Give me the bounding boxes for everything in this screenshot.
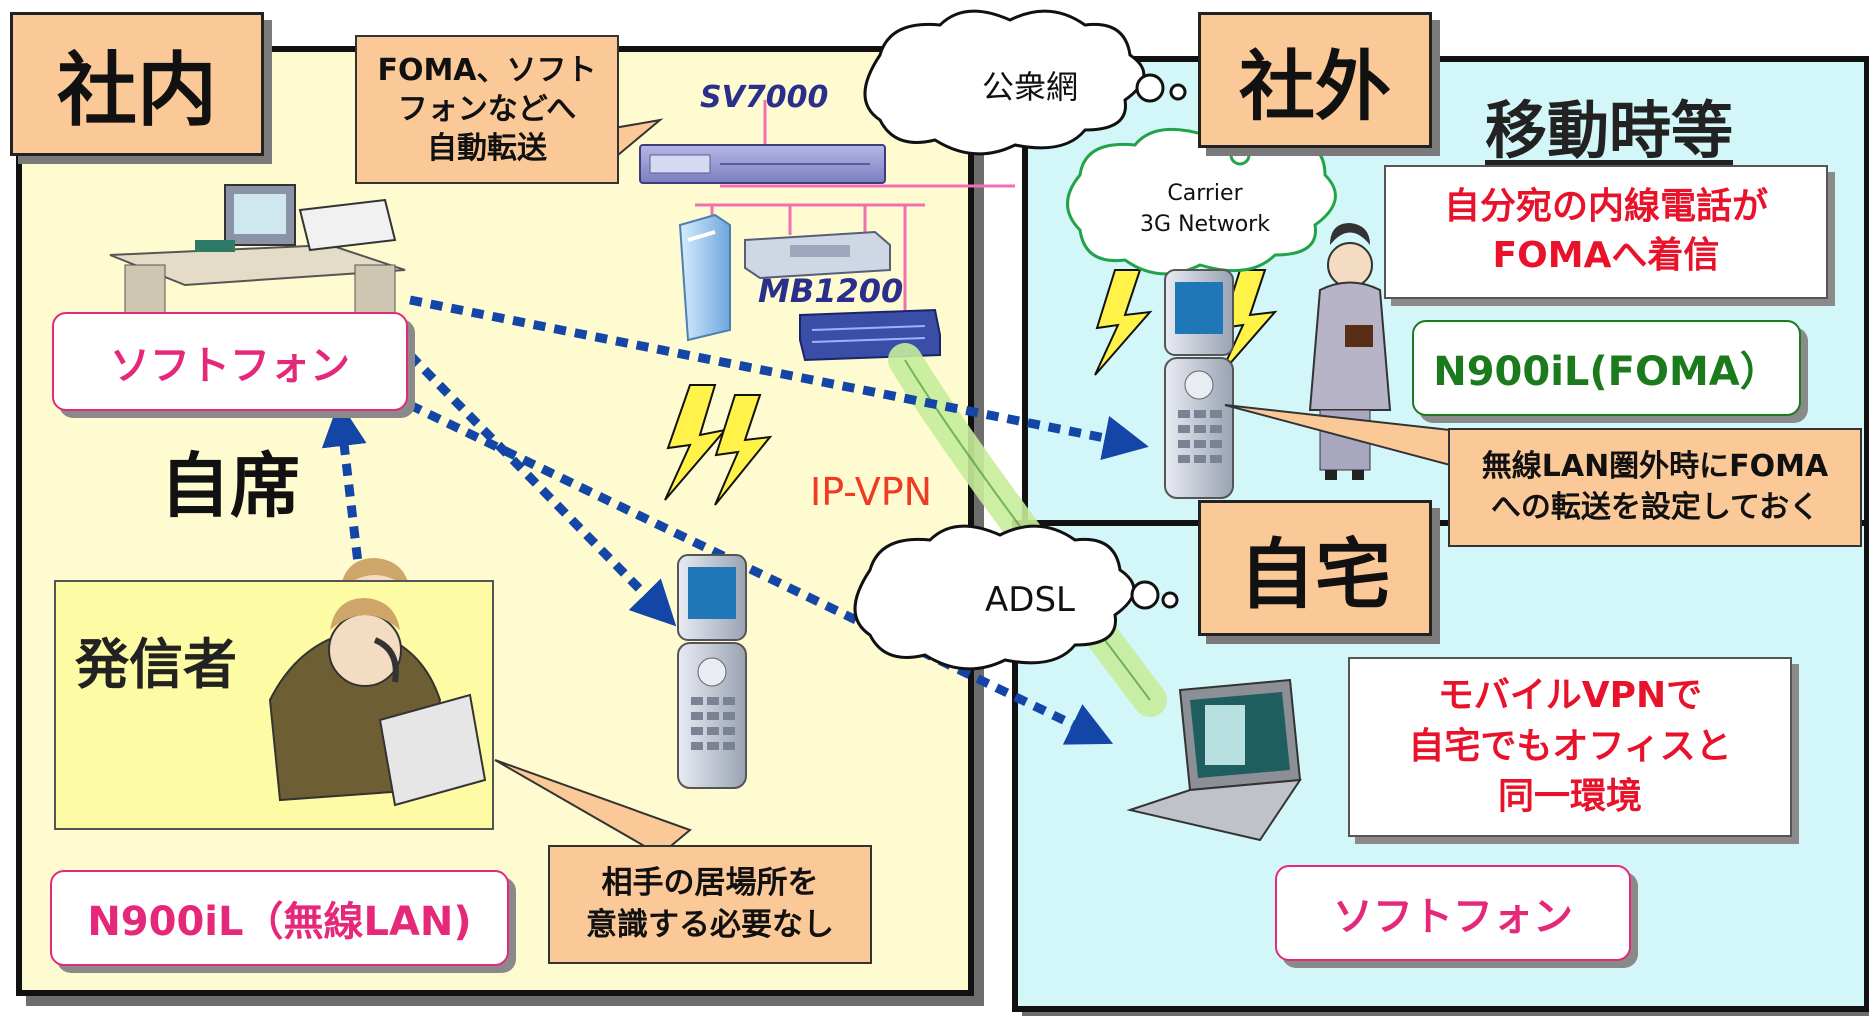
wlan-out-callout: 無線LAN圏外時にFOMA への転送を設定しておく xyxy=(1448,428,1862,547)
mobile-vpn-box: モバイルVPNで 自宅でもオフィスと 同一環境 xyxy=(1348,657,1792,837)
n900il-foma-box: N900iL(FOMA） xyxy=(1412,320,1801,416)
cloud-shapes xyxy=(853,9,1337,671)
n900il-wlan-box: N900iL（無線LAN) xyxy=(50,870,509,966)
no-location-callout: 相手の居場所を 意識する必要なし xyxy=(548,845,872,964)
public-network-label: 公衆網 xyxy=(981,68,1078,106)
mb1200-label: MB1200 xyxy=(758,272,904,310)
office-label: 社内 xyxy=(10,12,264,156)
caller-label: 発信者 xyxy=(75,633,237,696)
foma-transfer-callout: FOMA、ソフト フォンなどへ 自動転送 xyxy=(355,35,619,184)
adsl-label: ADSL xyxy=(985,580,1075,620)
softphone-office-box: ソフトフォン xyxy=(52,312,408,411)
tower-server-icon xyxy=(678,213,731,342)
office-desk-icon xyxy=(109,184,406,321)
lightning-icons xyxy=(664,269,1278,506)
softphone-home-box: ソフトフォン xyxy=(1275,865,1631,961)
home-label: 自宅 xyxy=(1198,500,1432,636)
mobile-section-title: 移動時等 xyxy=(1485,94,1734,167)
rack-server-icon xyxy=(744,230,891,280)
sv7000-server-icon xyxy=(639,144,886,184)
sv7000-label: SV7000 xyxy=(700,80,829,115)
ipvpn-label: IP-VPN xyxy=(810,470,933,514)
mobile-phone-icons xyxy=(677,269,1234,789)
outside-label: 社外 xyxy=(1198,12,1432,148)
incoming-foma-box: 自分宛の内線電話が FOMAへ着信 xyxy=(1384,165,1828,299)
own-desk-label: 自席 xyxy=(160,445,300,527)
laptop-icon xyxy=(1126,678,1302,842)
routing-arrows xyxy=(321,295,1149,745)
carrier-network-label: Carrier 3G Network xyxy=(1140,181,1270,237)
